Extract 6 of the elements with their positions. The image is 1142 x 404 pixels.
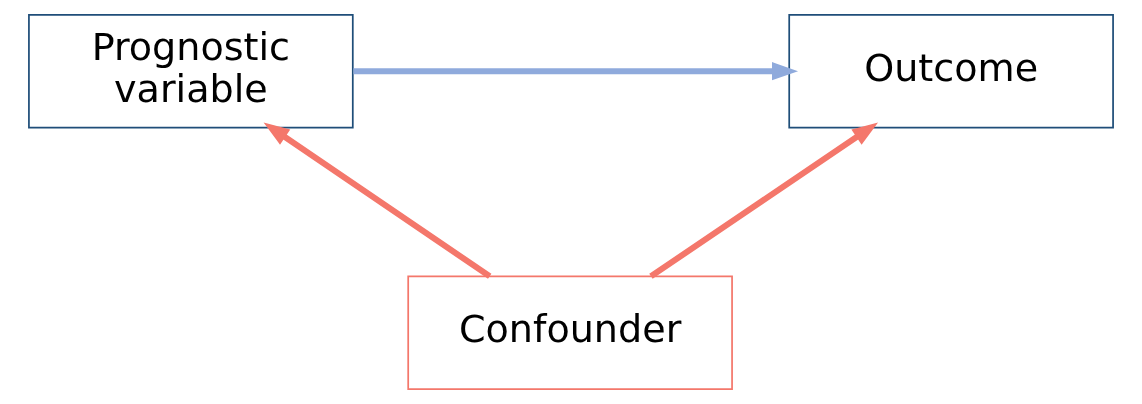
node-box: Confounder [407, 275, 733, 390]
arrow [263, 122, 492, 279]
arrow [649, 122, 879, 279]
node-box: Outcome [788, 14, 1114, 129]
arrow [353, 62, 799, 81]
node-box: Prognostic variable [28, 14, 354, 129]
